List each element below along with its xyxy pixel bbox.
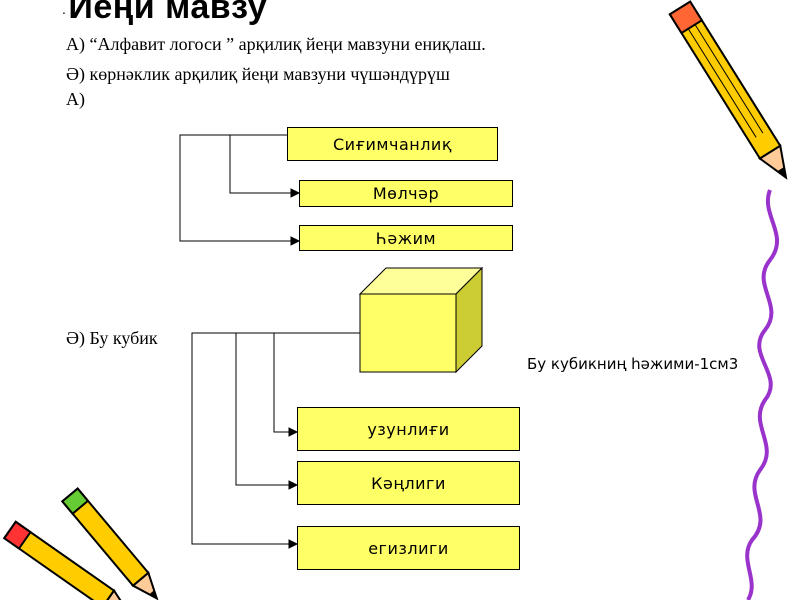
decorative-squiggle	[745, 189, 779, 600]
title-text: Йеңи мавзу	[68, 0, 268, 26]
connector-line	[235, 333, 297, 486]
diagram-a-connectors	[179, 134, 301, 246]
connector-line	[179, 134, 299, 242]
arrow-head	[288, 427, 299, 437]
cube-icon	[358, 266, 484, 374]
arrow-head	[288, 539, 299, 549]
pencil-icon	[60, 487, 159, 600]
arrow-head	[290, 188, 301, 198]
arrow-head	[290, 236, 301, 246]
box-measure: Мөлчәр	[299, 180, 513, 207]
connector-line	[191, 332, 360, 545]
box-capacity: Сиғимчанлиқ	[287, 127, 498, 161]
label-a: А)	[66, 89, 85, 109]
label-ae-cube: Ә) Бу кубик	[66, 328, 158, 348]
line-a-alphabet: А) “Алфавит логоси ” арқилиқ йеңи мавзун…	[66, 34, 486, 54]
box-height: егизлиги	[297, 526, 520, 570]
box-width: Кәңлиги	[297, 461, 520, 505]
cube-volume-note: Бу кубикниң һәжими-1см3	[527, 355, 739, 373]
pencil-icon	[668, 0, 788, 180]
arrow-head	[288, 480, 299, 490]
connector-line	[229, 135, 299, 194]
diagram-b-connectors	[191, 332, 360, 549]
title-dot: .	[62, 1, 67, 18]
pencil-icon	[2, 520, 131, 600]
connector-line	[273, 333, 297, 433]
line-ae-visual: Ә) көрнәклик арқилиқ йеңи мавзуни чүшәнд…	[66, 64, 450, 84]
box-length: узунлиғи	[297, 407, 520, 451]
box-volume: Һәжим	[299, 225, 513, 251]
page-title: .Йеңи мавзу	[62, 0, 267, 27]
